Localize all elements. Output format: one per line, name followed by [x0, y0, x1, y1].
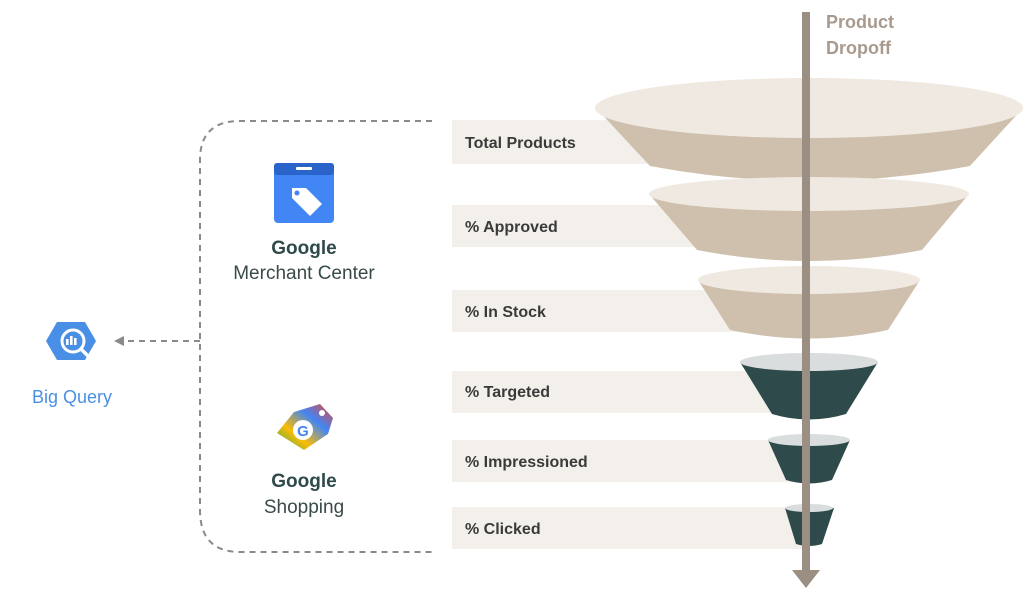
- bigquery-label: Big Query: [32, 387, 112, 407]
- svg-text:G: G: [297, 423, 309, 440]
- merchant-center-icon: [274, 163, 334, 223]
- stage-label-impressioned: % Impressioned: [465, 454, 588, 471]
- google-shopping-product: Shopping: [264, 497, 344, 518]
- stage-label-approved: % Approved: [465, 219, 558, 236]
- stage-label-targeted: % Targeted: [465, 384, 550, 401]
- stage-label-clicked: % Clicked: [465, 521, 541, 538]
- band-clicked: [452, 507, 810, 549]
- merchant-center-product: Merchant Center: [233, 263, 375, 284]
- merchant-center-brand: Google: [271, 238, 336, 259]
- bigquery-icon: [46, 322, 96, 360]
- google-shopping-icon: G: [277, 404, 333, 450]
- google-shopping-brand: Google: [271, 471, 336, 492]
- dropoff-arrow: [792, 12, 820, 588]
- title-line-1: Product: [826, 12, 894, 32]
- band-impressioned: [452, 440, 810, 482]
- source-bracket: [199, 120, 432, 553]
- stage-label-total-products: Total Products: [465, 135, 576, 152]
- title-line-2: Dropoff: [826, 38, 892, 58]
- connector-arrowhead: [114, 336, 124, 346]
- stage-label-in-stock: % In Stock: [465, 304, 546, 321]
